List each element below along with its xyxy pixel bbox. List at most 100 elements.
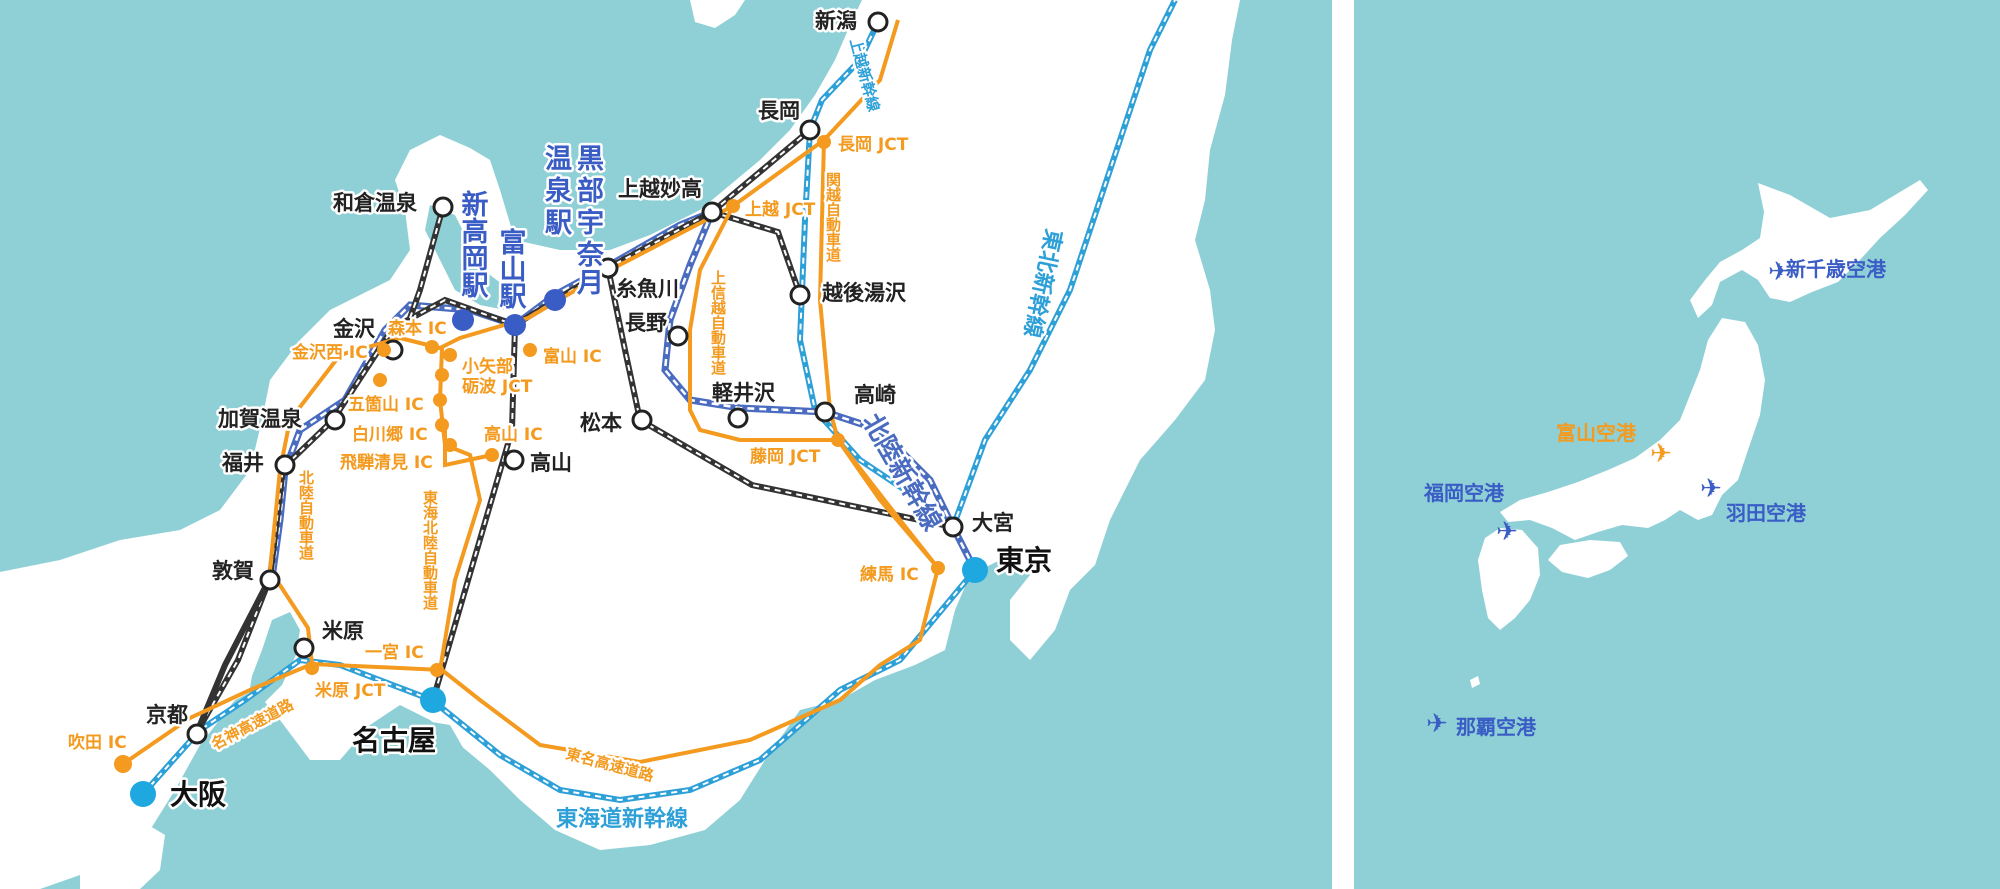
station-kurobe[interactable] xyxy=(544,289,566,311)
station-shintakaoka[interactable] xyxy=(452,309,474,331)
ic-gokayama[interactable] xyxy=(433,393,447,407)
label-kurobe-col1: 黒 xyxy=(577,144,604,175)
label-shintakaoka: 新高岡駅 xyxy=(457,189,489,299)
label-oyabe: 小矢部 xyxy=(462,356,513,377)
station-niigata[interactable] xyxy=(867,11,889,33)
ic-fujioka-jct[interactable] xyxy=(831,433,845,447)
jr-joetsu-dash xyxy=(711,211,801,296)
ic-shirakawago[interactable] xyxy=(435,418,449,432)
label-fujioka: 藤岡 JCT xyxy=(750,447,821,467)
label-nagano: 長野 xyxy=(625,311,667,335)
noto-bay xyxy=(425,205,510,310)
label-tokai-hokuriku: 東海北陸自動車道 xyxy=(421,489,439,610)
ic-tonami[interactable] xyxy=(435,368,449,382)
station-fukui[interactable] xyxy=(274,454,296,476)
station-takasaki[interactable] xyxy=(814,401,836,423)
station-karuizawa[interactable] xyxy=(727,407,749,429)
label-toyama-airport: 富山空港 xyxy=(1556,421,1637,445)
target-station-labels: 新高岡駅 富山駅 xyxy=(454,186,529,312)
label-kurobe-col1b: 部 xyxy=(577,175,604,207)
label-kyoto: 京都 xyxy=(146,703,188,727)
label-kurobe-col1c: 宇 xyxy=(577,208,604,239)
label-gokayama: 五箇山 IC xyxy=(348,394,424,415)
label-haneda: 羽田空港 xyxy=(1726,501,1807,525)
tohoku-shinkansen-dash xyxy=(952,0,1176,528)
sado-island xyxy=(690,0,745,28)
station-nagoya[interactable] xyxy=(420,687,446,713)
label-kurobe-col2: 温 xyxy=(545,144,572,175)
ic-oyabe[interactable] xyxy=(443,348,457,362)
label-osaka: 大阪 xyxy=(170,778,226,811)
station-omiya[interactable] xyxy=(942,516,964,538)
ic-suita[interactable] xyxy=(114,755,132,773)
ic-hidakiyomi[interactable] xyxy=(443,438,457,452)
label-kurobe-col1e: 月 xyxy=(576,268,604,299)
jr-hokuriku-dash xyxy=(196,129,811,733)
honshu xyxy=(1500,318,1765,540)
ic-nagaoka-jct[interactable] xyxy=(817,135,831,149)
ic-kaga-ic[interactable] xyxy=(373,373,387,387)
airplane-icon[interactable]: ✈ xyxy=(1426,709,1448,739)
kyushu xyxy=(1478,528,1540,630)
label-nerima: 練馬 IC xyxy=(860,564,919,585)
expressways xyxy=(121,19,940,766)
label-maibara: 米原 xyxy=(322,619,364,643)
hokuriku-shinkansen-dash xyxy=(270,209,977,579)
ic-takayama[interactable] xyxy=(485,448,499,462)
kurobe-label-group: 黒 部 宇 奈 月 温 泉 駅 xyxy=(543,142,608,302)
station-nagano[interactable] xyxy=(667,325,689,347)
station-markers xyxy=(130,11,988,807)
kanetsu-expressway xyxy=(817,139,940,570)
airplane-icon[interactable]: ✈ xyxy=(1496,517,1518,547)
label-nagaoka: 長岡 xyxy=(758,99,800,123)
label-toyama-station: 富山駅 xyxy=(495,227,527,310)
label-fukui: 福井 xyxy=(221,451,264,475)
joetsu-shinkansen-dash xyxy=(798,21,954,528)
label-ichinomiya: 一宮 IC xyxy=(365,642,424,663)
airplane-icon[interactable]: ✈ xyxy=(1700,474,1722,504)
station-joetsumyoko[interactable] xyxy=(701,201,723,223)
airplane-icon[interactable]: ✈ xyxy=(1650,439,1672,469)
lake-biwa xyxy=(248,612,300,705)
ic-morimoto[interactable] xyxy=(425,340,439,354)
label-maibara-jct: 米原 JCT xyxy=(315,680,386,701)
tokai-hokuriku-branch xyxy=(443,420,493,468)
station-itoigawa[interactable] xyxy=(597,257,619,279)
label-kurobe-col2c: 駅 xyxy=(545,208,572,239)
panel-divider xyxy=(1332,0,1354,889)
ic-nerima[interactable] xyxy=(931,561,945,575)
station-tsuruga[interactable] xyxy=(259,569,281,591)
station-tokyo[interactable] xyxy=(962,557,988,583)
kii-land xyxy=(80,820,165,889)
station-kyoto[interactable] xyxy=(186,723,208,745)
station-matsumoto[interactable] xyxy=(631,409,653,431)
label-shinchitose: 新千歳空港 xyxy=(1786,257,1887,281)
tomei-expressway xyxy=(440,567,940,765)
label-kanazawanishi: 金沢西 IC xyxy=(291,342,368,363)
label-kanetsu: 関越自動車道 xyxy=(824,172,842,262)
label-tonami: 砺波 JCT xyxy=(462,376,533,397)
ic-kanazawanishi[interactable] xyxy=(377,343,391,357)
ic-toyama[interactable] xyxy=(523,343,537,357)
airport-labels: 新千歳空港 富山空港 福岡空港 羽田空港 那覇空港 xyxy=(1423,257,1887,739)
station-takayama[interactable] xyxy=(503,449,525,471)
ic-ichinomiya[interactable] xyxy=(430,663,444,677)
station-wakura[interactable] xyxy=(432,196,454,218)
label-takayama: 高山 xyxy=(530,451,572,475)
airplane-icon[interactable]: ✈ xyxy=(1768,257,1790,287)
label-kaga: 加賀温泉 xyxy=(217,407,303,431)
label-hidakiyomi: 飛騨清見 IC xyxy=(339,452,433,473)
ryukyu xyxy=(1470,676,1480,688)
ic-maibara-jct[interactable] xyxy=(305,661,319,675)
jr-noto-line xyxy=(407,206,446,320)
station-kaga[interactable] xyxy=(324,409,346,431)
station-osaka[interactable] xyxy=(130,781,156,807)
station-echigoyuzawa[interactable] xyxy=(789,284,811,306)
station-nagaoka[interactable] xyxy=(799,119,821,141)
label-joshinetsu: 上信越自動車道 xyxy=(709,270,727,375)
ic-joetsu-jct[interactable] xyxy=(726,199,740,213)
station-toyama[interactable] xyxy=(504,314,526,336)
station-maibara[interactable] xyxy=(293,637,315,659)
label-tokyo: 東京 xyxy=(996,544,1052,577)
